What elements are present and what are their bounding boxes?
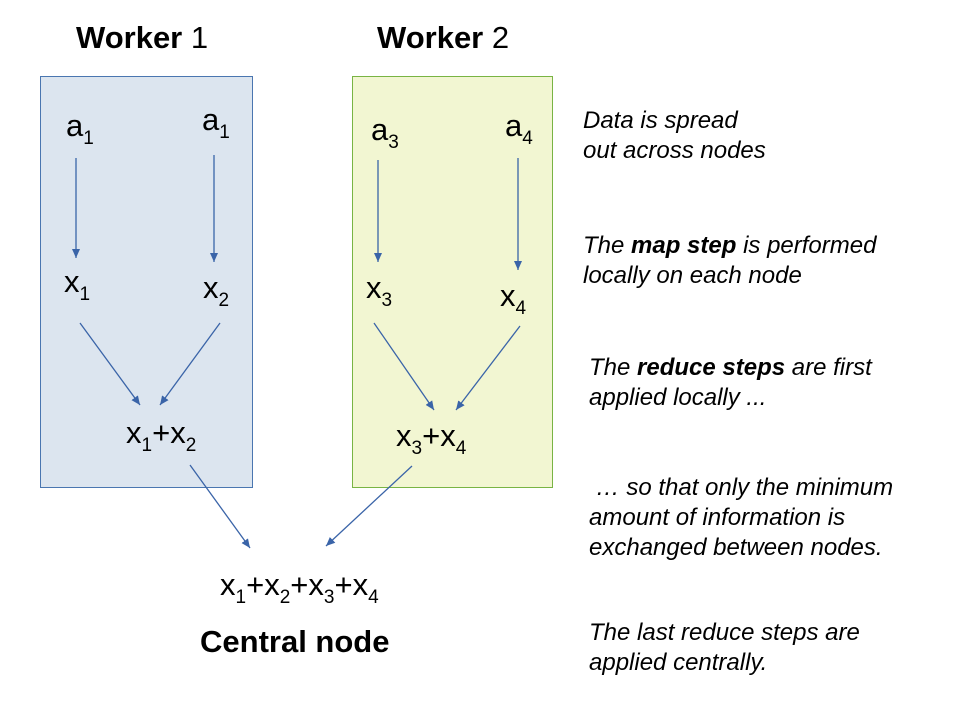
- note-minimum-exchange: … so that only the minimum amount of info…: [589, 473, 893, 563]
- note-3-line-2: applied locally ...: [589, 384, 767, 411]
- note-5-line-2: applied centrally.: [589, 649, 768, 676]
- arrow-x4-sum: [455, 325, 521, 411]
- central-node-label: Central node: [200, 624, 390, 659]
- arrow-x3-sum: [373, 322, 435, 411]
- input-a1-left: a1: [66, 108, 94, 149]
- arrow-x2-sum: [159, 322, 221, 406]
- note-reduce-local: The reduce steps are first applied locall…: [589, 353, 872, 413]
- mapped-x2: x2: [203, 270, 230, 311]
- input-a1-right: a1: [202, 102, 230, 143]
- mapped-x1: x1: [64, 264, 91, 305]
- note-1-line-2: out across nodes: [583, 137, 766, 164]
- mapped-x4: x4: [500, 278, 527, 319]
- note-reduce-central: The last reduce steps are applied central…: [589, 618, 860, 678]
- worker-2-box: [352, 76, 553, 488]
- mapped-x3: x3: [366, 270, 393, 311]
- arrow-sum1-central: [189, 464, 251, 549]
- note-4-line-2: amount of information is: [589, 504, 846, 531]
- note-1-line-1: Data is spread: [583, 107, 738, 134]
- note-4-line-3: exchanged between nodes.: [589, 534, 883, 561]
- local-sum-worker-2: x3+x4: [396, 418, 467, 459]
- note-2-line-1: The map step is performed: [583, 232, 877, 259]
- worker-2-title: Worker 2: [377, 20, 510, 55]
- input-a4: a4: [505, 108, 533, 149]
- arrow-x1-sum: [79, 322, 141, 406]
- note-map-step: The map step is performed locally on each…: [583, 231, 876, 291]
- note-3-line-1: The reduce steps are first: [589, 354, 872, 381]
- note-5-line-1: The last reduce steps are: [589, 619, 860, 646]
- worker-1-box: [40, 76, 253, 488]
- note-4-line-1: … so that only the minimum: [589, 474, 894, 501]
- central-sum: x1+x2+x3+x4: [220, 567, 379, 608]
- input-a3: a3: [371, 112, 399, 153]
- arrow-sum2-central: [325, 465, 413, 547]
- local-sum-worker-1: x1+x2: [126, 415, 197, 456]
- worker-1-title: Worker 1: [76, 20, 209, 55]
- note-2-line-2: locally on each node: [583, 262, 802, 289]
- note-data-spread: Data is spread out across nodes: [583, 106, 766, 166]
